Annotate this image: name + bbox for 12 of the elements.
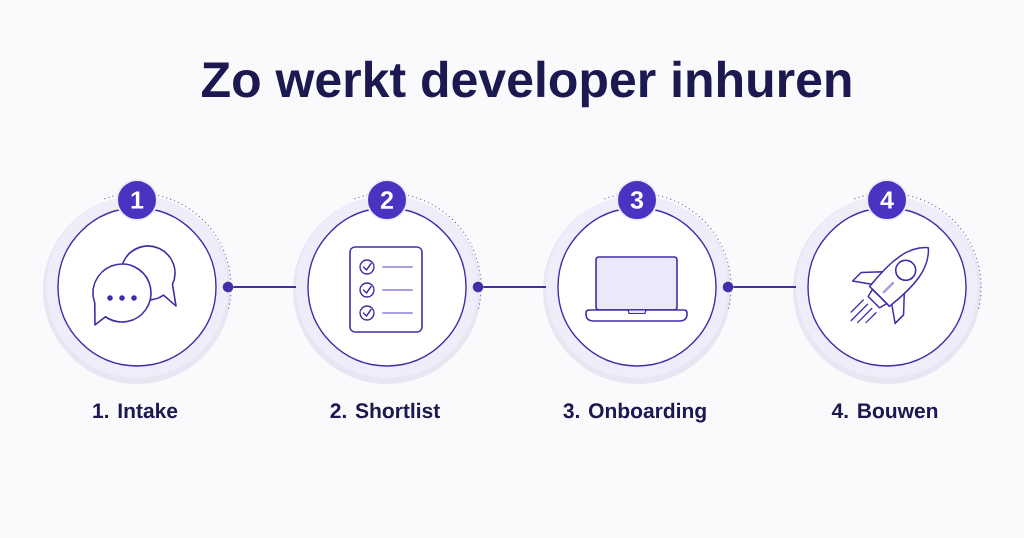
number-badge: 1 bbox=[116, 179, 158, 221]
step-label: 1. Intake bbox=[93, 402, 178, 419]
step-label: 4. Bouwen bbox=[831, 403, 938, 419]
connector-line bbox=[232, 286, 297, 288]
step-label: 3. Onboarding bbox=[563, 402, 706, 423]
connector-line bbox=[482, 286, 547, 288]
number-badge: 4 bbox=[866, 179, 908, 221]
step-label: 2. Shortlist bbox=[330, 402, 440, 419]
title: Zo werkt developer inhuren bbox=[202, 60, 851, 108]
connector-line bbox=[732, 286, 797, 288]
number-badge: 3 bbox=[616, 179, 658, 221]
number-badge: 2 bbox=[366, 179, 408, 221]
